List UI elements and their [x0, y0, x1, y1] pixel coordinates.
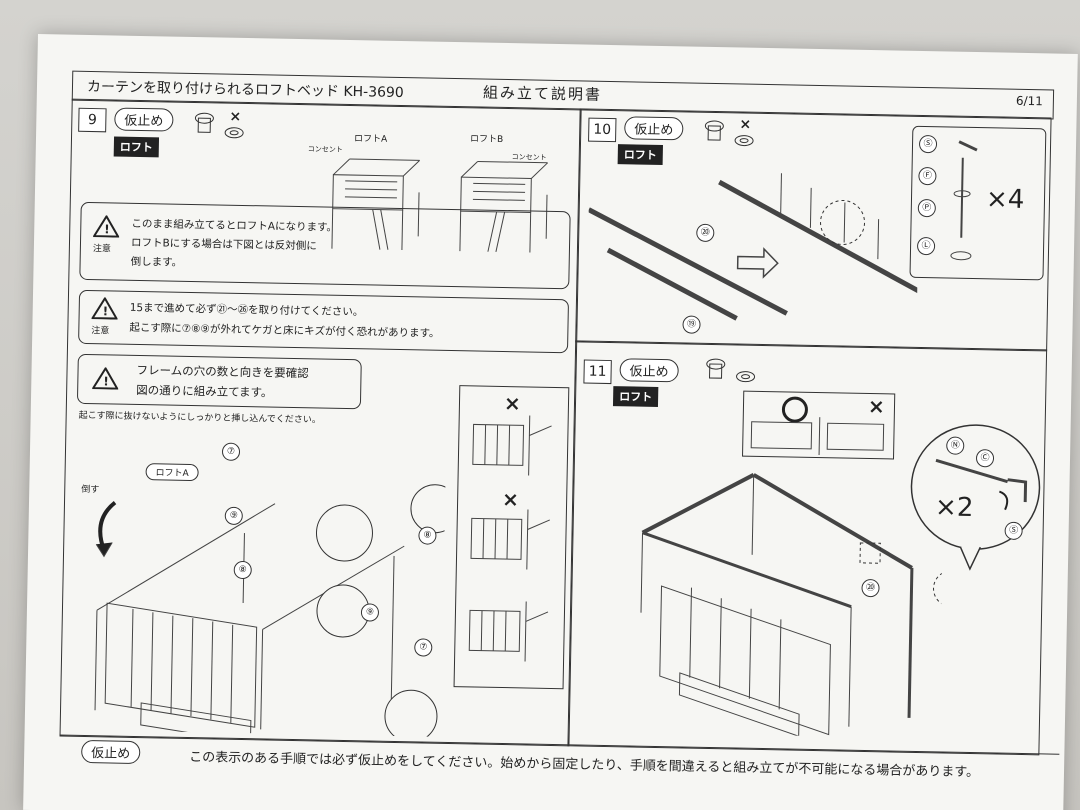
step9-panel: 9 仮止め ロフト × ロフトA ロフトB コンセント コンセント — [59, 98, 582, 747]
step11-panel: 11 仮止め ロフト × — [567, 340, 1048, 756]
loft-a-label: ロフトA — [353, 134, 388, 145]
warning-box-3: ! フレームの穴の数と向きを要確認 図の通りに組み立てます。 — [76, 353, 362, 410]
warning-box-2: ! 注意 15まで進めて必ず㉑～㉖を取り付けてください。 起こす際に⑦⑧⑨が外れ… — [78, 289, 570, 354]
ng-mark: × — [867, 394, 886, 419]
warning1-line1: このまま組み立てるとロフトAになります。 — [131, 217, 338, 234]
svg-text:!: ! — [103, 304, 109, 318]
screw-parts-icon — [706, 358, 756, 383]
screw-parts-icon: × — [704, 116, 754, 147]
screw-parts-icon: × — [194, 109, 244, 139]
step11-number: 11 — [583, 359, 612, 385]
hw-f: Ⓕ — [918, 166, 937, 186]
warning3-line1: フレームの穴の数と向きを要確認 — [136, 362, 309, 381]
warning1-line2: ロフトBにする場合は下図とは反対側に — [130, 236, 317, 253]
ng-mark-1: × — [503, 391, 521, 416]
svg-text:×: × — [739, 116, 751, 132]
loft-bed-illustration — [331, 158, 548, 253]
step11-tag: 仮止め — [619, 358, 679, 383]
warning-icon: ! — [92, 367, 119, 390]
multiplier-x2: ×2 — [934, 492, 974, 524]
step9-number: 9 — [78, 107, 107, 133]
step10-panel: 10 仮止め ロフト × ⑳ ⑲ Ⓢ Ⓕ Ⓟ — [575, 108, 1052, 352]
hardware-callout-11 — [910, 424, 1041, 571]
warning2-label: 注意 — [91, 326, 110, 337]
warning-box-1: ! 注意 このまま組み立てるとロフトAになります。 ロフトBにする場合は下図とは… — [79, 201, 571, 290]
rail-orientation-illustration — [468, 415, 552, 662]
doc-heading: 組み立て説明書 — [482, 83, 603, 104]
hw-s: Ⓢ — [918, 134, 938, 154]
warning1-line3: 倒します。 — [130, 255, 183, 269]
hw-l: Ⓛ — [916, 236, 936, 256]
warning2-line2: 起こす際に⑦⑧⑨が外れてケガと床にキズが付く恐れがあります。 — [129, 321, 440, 340]
footer-text: この表示のある手順では必ず仮止めをしてください。始めから固定したり、手順を間違え… — [188, 750, 980, 781]
multiplier-x4: ×4 — [985, 184, 1025, 215]
step10-tag: 仮止め — [624, 116, 684, 141]
bed-frame-illustration — [640, 473, 944, 737]
loft-b-label: ロフトB — [469, 134, 504, 145]
doc-title: カーテンを取り付けられるロフトベッド KH-3690 — [86, 78, 404, 102]
insertion-note: 起こす際に抜けないようにしっかりと挿し込んでください。 — [78, 410, 321, 426]
bolt-icon — [950, 140, 978, 261]
warning-icon: ! — [93, 215, 120, 238]
ok-ng-detail: × — [742, 390, 896, 460]
step9-badge: ロフト — [113, 136, 160, 158]
svg-text:!: ! — [103, 374, 109, 388]
instruction-sheet: カーテンを取り付けられるロフトベッド KH-3690 組み立て説明書 6/11 … — [23, 34, 1078, 810]
warning2-line1: 15まで進めて必ず㉑～㉖を取り付けてください。 — [129, 301, 364, 319]
bracket-detail-illustration — [750, 417, 885, 456]
warning-icon: ! — [91, 297, 118, 320]
page-number: 6/11 — [1015, 93, 1044, 109]
svg-text:!: ! — [104, 222, 110, 236]
footer-tag: 仮止め — [81, 739, 141, 765]
warning3-line2: 図の通りに組み立てます。 — [136, 382, 273, 400]
step11-badge: ロフト — [612, 386, 659, 407]
frame-assembly-illustration — [94, 484, 447, 737]
step10-number: 10 — [588, 117, 617, 143]
warning1-label: 注意 — [92, 244, 111, 255]
step9-tag: 仮止め — [114, 107, 174, 132]
svg-text:×: × — [229, 109, 241, 125]
rail-assembly-illustration — [587, 173, 920, 321]
hardware-callout-10: Ⓢ Ⓕ Ⓟ Ⓛ ×4 — [909, 125, 1047, 281]
orientation-check-panel: × × — [453, 385, 570, 690]
hw-p: Ⓟ — [917, 198, 936, 218]
